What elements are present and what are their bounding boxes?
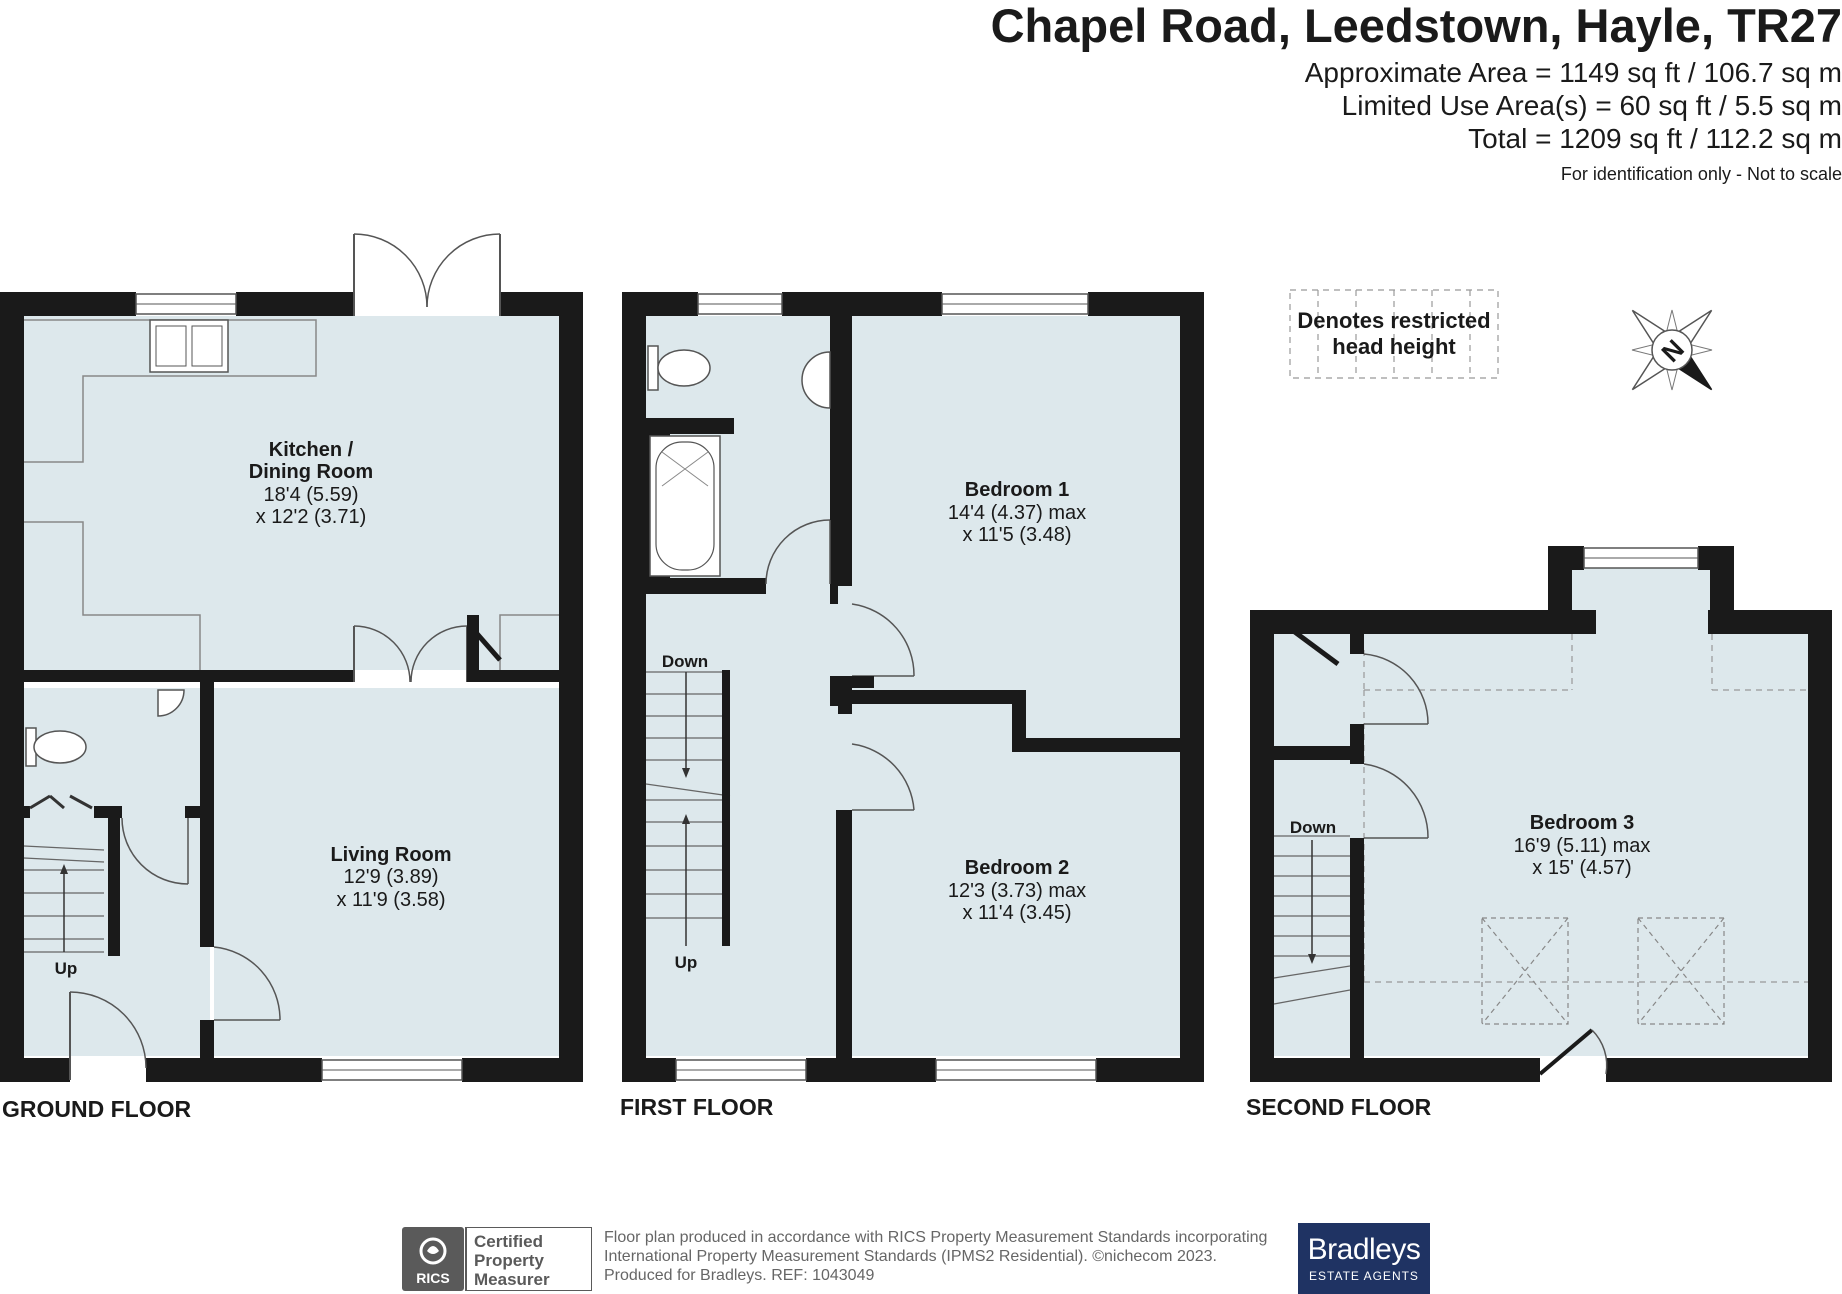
second-stairs-down: Down [1290, 818, 1336, 837]
first-floor-plan [622, 292, 1204, 1082]
living-dim-1: 12'9 (3.89) [344, 866, 439, 888]
limited-use-area: Limited Use Area(s) = 60 sq ft / 5.5 sq … [1341, 90, 1842, 121]
restricted-height-legend [1289, 289, 1499, 379]
bedroom3-dim-2: x 15' (4.57) [1532, 857, 1631, 879]
bedroom1-name: Bedroom 1 [965, 479, 1069, 501]
rics-line-1: Certified [474, 1232, 543, 1251]
compass-icon [1631, 309, 1713, 391]
ground-floor-plan [0, 233, 583, 1082]
kitchen-dim-1: 18'4 (5.59) [264, 484, 359, 506]
second-floor-label: SECOND FLOOR [1246, 1094, 1432, 1120]
footer-line-3: Produced for Bradleys. REF: 1043049 [604, 1267, 875, 1284]
kitchen-name-2: Dining Room [249, 461, 373, 483]
footer-line-1: Floor plan produced in accordance with R… [604, 1229, 1268, 1246]
rics-certified-badge: RICS Certified Property Measurer [402, 1227, 592, 1291]
ground-stairs-up: Up [55, 959, 78, 978]
bedroom1-dim-1: 14'4 (4.37) max [948, 502, 1086, 524]
first-stairs-down: Down [662, 652, 708, 671]
rics-line-3: Measurer [474, 1270, 550, 1289]
footer-line-2: International Property Measurement Stand… [604, 1248, 1217, 1265]
bedroom3-name: Bedroom 3 [1530, 812, 1634, 834]
living-dim-2: x 11'9 (3.58) [336, 889, 445, 911]
brand-name: Bradleys [1307, 1233, 1421, 1266]
bradleys-logo: Bradleys ESTATE AGENTS [1298, 1223, 1430, 1294]
kitchen-dim-2: x 12'2 (3.71) [256, 506, 367, 528]
brand-subtitle: ESTATE AGENTS [1309, 1269, 1419, 1283]
legend-text-1: Denotes restricted [1297, 308, 1490, 333]
bedroom2-name: Bedroom 2 [965, 857, 1069, 879]
ground-floor-label: GROUND FLOOR [2, 1096, 191, 1122]
bedroom1-dim-2: x 11'5 (3.48) [962, 524, 1071, 546]
bedroom3-dim-1: 16'9 (5.11) max [1514, 835, 1651, 857]
legend-text-2: head height [1332, 334, 1456, 359]
bedroom2-dim-2: x 11'4 (3.45) [962, 902, 1071, 924]
footer-disclaimer: Floor plan produced in accordance with R… [604, 1228, 1267, 1285]
identification-note: For identification only - Not to scale [1560, 164, 1842, 184]
kitchen-name-1: Kitchen / [269, 439, 354, 461]
living-name: Living Room [330, 844, 451, 866]
total-area: Total = 1209 sq ft / 112.2 sq m [1468, 123, 1842, 154]
rics-badge-text: RICS [416, 1270, 449, 1286]
bedroom2-dim-1: 12'3 (3.73) max [948, 880, 1086, 902]
property-title: Chapel Road, Leedstown, Hayle, TR27 [990, 0, 1842, 52]
approximate-area: Approximate Area = 1149 sq ft / 106.7 sq… [1304, 57, 1842, 88]
second-floor-plan [1250, 546, 1832, 1082]
first-stairs-up: Up [675, 953, 698, 972]
rics-line-2: Property [474, 1251, 544, 1270]
first-floor-label: FIRST FLOOR [620, 1094, 774, 1120]
